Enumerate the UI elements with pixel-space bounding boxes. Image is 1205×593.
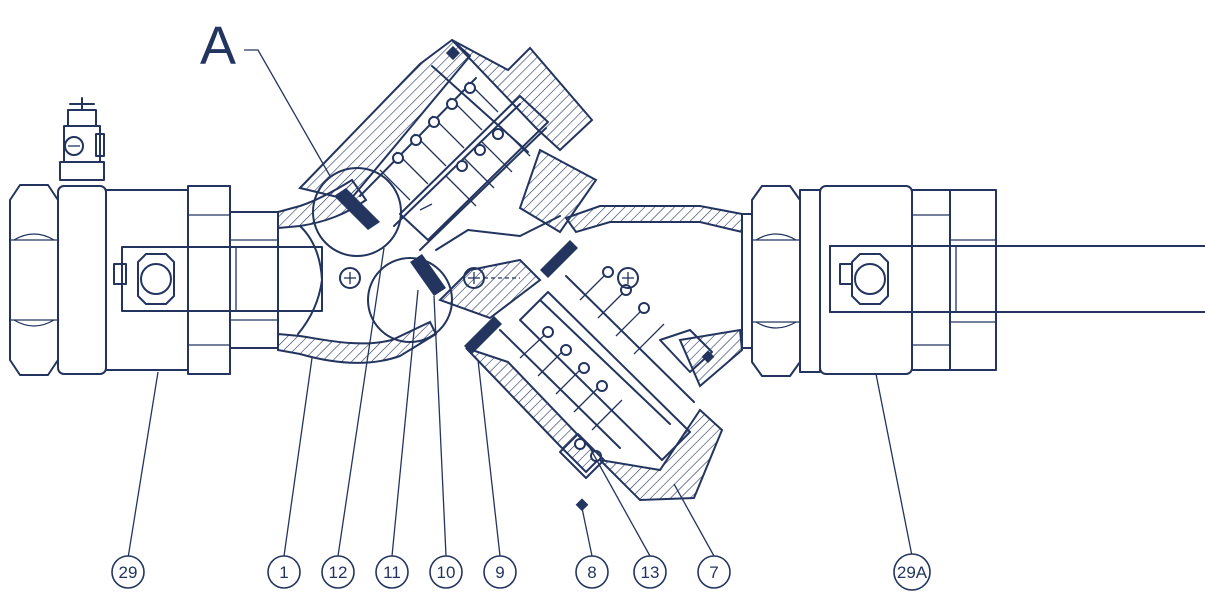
- callout-29a-label: 29A: [897, 563, 928, 582]
- view-label-a: A: [200, 16, 236, 76]
- callout-13-label: 13: [641, 563, 660, 582]
- callout-7-label: 7: [709, 563, 718, 582]
- callout-1-label: 1: [279, 563, 288, 582]
- callout-29: 29: [111, 555, 145, 589]
- callout-8: 8: [575, 555, 609, 589]
- callout-9-label: 9: [495, 563, 504, 582]
- callout-1: 1: [267, 555, 301, 589]
- callout-13: 13: [633, 555, 667, 589]
- callout-10: 10: [429, 555, 463, 589]
- callout-11-label: 11: [383, 563, 401, 582]
- callout-29-label: 29: [119, 563, 138, 582]
- callout-29a: 29A: [893, 553, 931, 591]
- callout-7: 7: [697, 555, 731, 589]
- callout-12: 12: [321, 555, 355, 589]
- callout-9: 9: [483, 555, 517, 589]
- check-valve-housing: [298, 38, 744, 512]
- callout-12-label: 12: [329, 563, 348, 582]
- callout-11: 11: [375, 555, 409, 589]
- callout-10-label: 10: [437, 563, 456, 582]
- callout-8-label: 8: [587, 563, 596, 582]
- right-ball-valve: [741, 185, 1205, 377]
- callout-leaders: [127, 247, 913, 559]
- left-ball-valve: [9, 97, 323, 376]
